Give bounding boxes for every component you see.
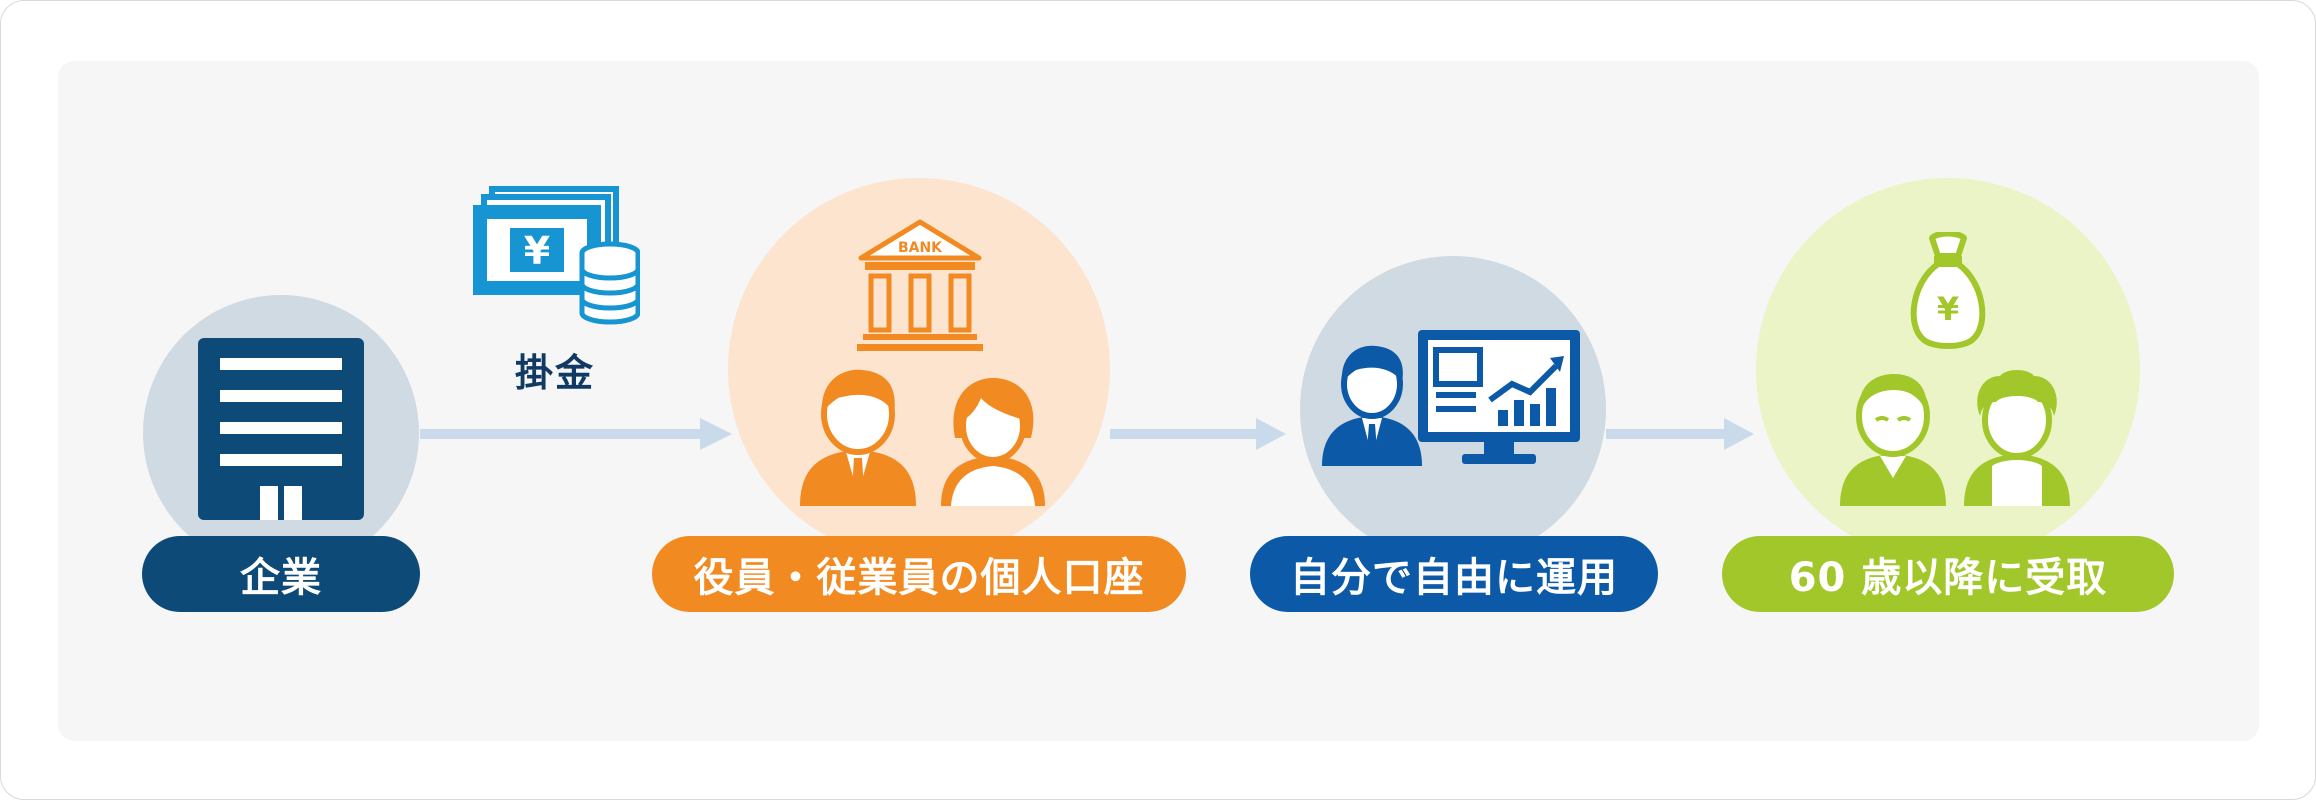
investor-icon <box>1322 345 1422 466</box>
money-bag-icon: ¥ <box>1910 232 1986 349</box>
step-company-text: 企業 <box>240 555 322 601</box>
step-investment-label: 自分で自由に運用 <box>1250 536 1658 612</box>
step-retirement-text: 60 歳以降に受取 <box>1788 555 2108 601</box>
step-account-text: 役員・従業員の個人口座 <box>693 555 1145 601</box>
bank-icon: BANK <box>857 219 983 351</box>
elderly-man-icon <box>1840 374 1946 506</box>
flow-arrow-2 <box>1110 418 1286 450</box>
office-building-icon <box>198 338 364 520</box>
flow-arrow-3 <box>1606 418 1754 450</box>
step-account-label: 役員・従業員の個人口座 <box>652 536 1186 612</box>
step-company-label: 企業 <box>142 536 420 612</box>
female-employee-icon <box>941 378 1045 506</box>
money-bill-coins-icon: ¥ <box>473 186 640 325</box>
bank-sign: BANK <box>898 240 943 256</box>
step-retirement-label: 60 歳以降に受取 <box>1722 536 2174 612</box>
flow-arrow-1 <box>420 418 732 450</box>
elderly-woman-icon <box>1964 370 2070 506</box>
male-employee-icon <box>800 369 916 506</box>
step-investment-text: 自分で自由に運用 <box>1290 555 1618 601</box>
money-bag-yen: ¥ <box>1937 290 1959 328</box>
yen-symbol: ¥ <box>524 229 550 273</box>
stock-chart-monitor-icon <box>1418 330 1580 464</box>
contribution-label: 掛金 <box>514 351 595 395</box>
